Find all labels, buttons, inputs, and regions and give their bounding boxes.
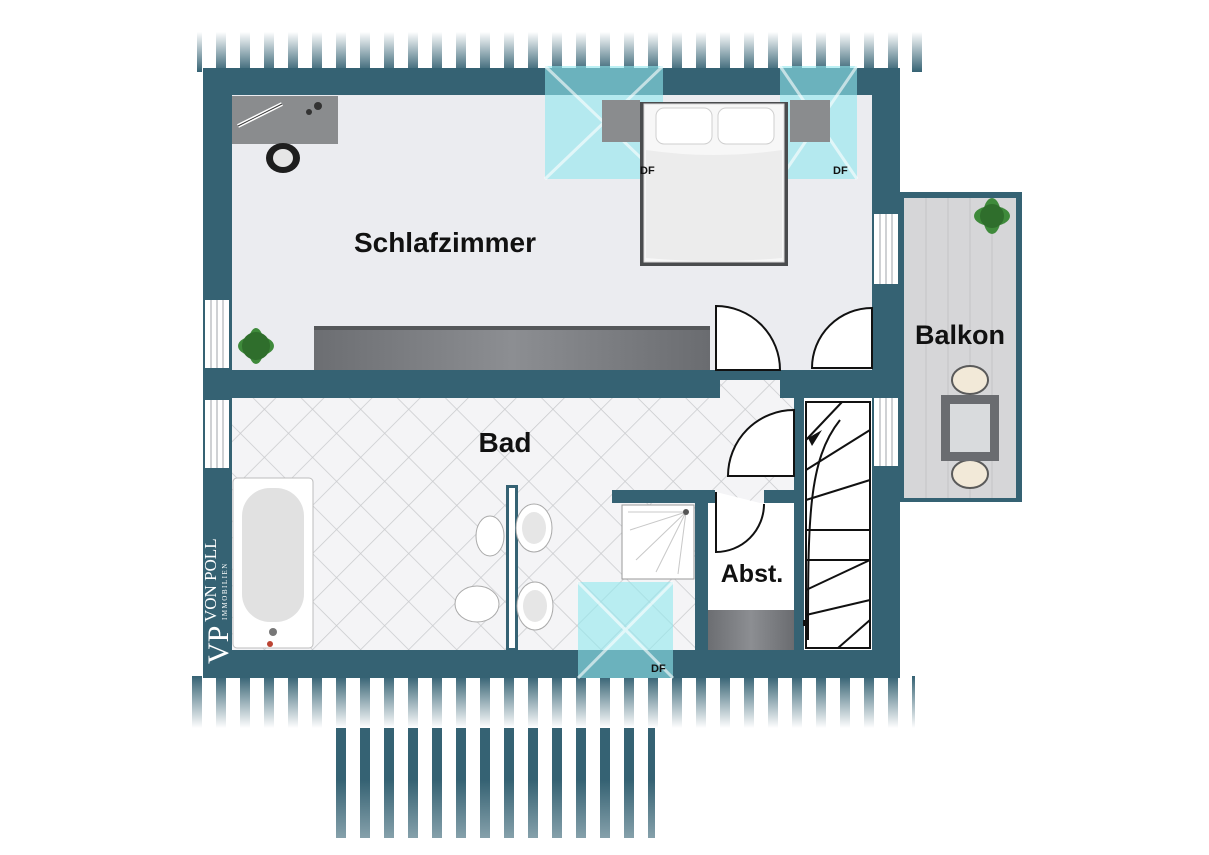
sink bbox=[516, 581, 554, 631]
skylight-label: DF bbox=[651, 663, 666, 675]
bathtub bbox=[232, 477, 314, 649]
balcony-table bbox=[941, 365, 999, 489]
interior-wall-right bbox=[780, 370, 900, 398]
logo-name: VON POLL bbox=[201, 538, 220, 622]
interior-wall-horizontal bbox=[203, 370, 716, 398]
desk bbox=[232, 96, 338, 144]
windows bbox=[205, 214, 898, 468]
double-bed bbox=[640, 102, 788, 266]
stair-wall-left bbox=[794, 398, 804, 650]
roof-eaves bbox=[189, 32, 923, 838]
doors bbox=[715, 304, 873, 554]
bidet bbox=[475, 515, 505, 557]
skylight-label: DF bbox=[640, 165, 655, 177]
staircase bbox=[803, 398, 872, 650]
sink bbox=[515, 503, 553, 553]
desk-chair bbox=[266, 143, 300, 173]
room-label-schlafzimmer: Schlafzimmer bbox=[354, 227, 536, 258]
nightstand-right bbox=[790, 100, 830, 142]
shower bbox=[621, 504, 695, 580]
abst-wall-top-right bbox=[764, 490, 794, 503]
wardrobe bbox=[314, 328, 710, 370]
toilet bbox=[454, 585, 500, 623]
plant-icon bbox=[974, 198, 1010, 234]
abst-wall-left bbox=[695, 490, 708, 650]
logo-monogram: VP bbox=[202, 626, 235, 664]
room-label-abst: Abst. bbox=[721, 560, 784, 588]
abst-wall-top bbox=[612, 490, 715, 503]
skylight-label: DF bbox=[833, 165, 848, 177]
room-label-balkon: Balkon bbox=[915, 320, 1005, 350]
abst-shelf bbox=[708, 610, 794, 650]
nightstand-left bbox=[602, 100, 640, 142]
plant-icon bbox=[238, 328, 274, 364]
logo-subtitle: IMMOBILIEN bbox=[221, 562, 229, 620]
vonpoll-logo: VP VON POLL IMMOBILIEN bbox=[201, 538, 235, 664]
room-label-bad: Bad bbox=[479, 427, 532, 458]
